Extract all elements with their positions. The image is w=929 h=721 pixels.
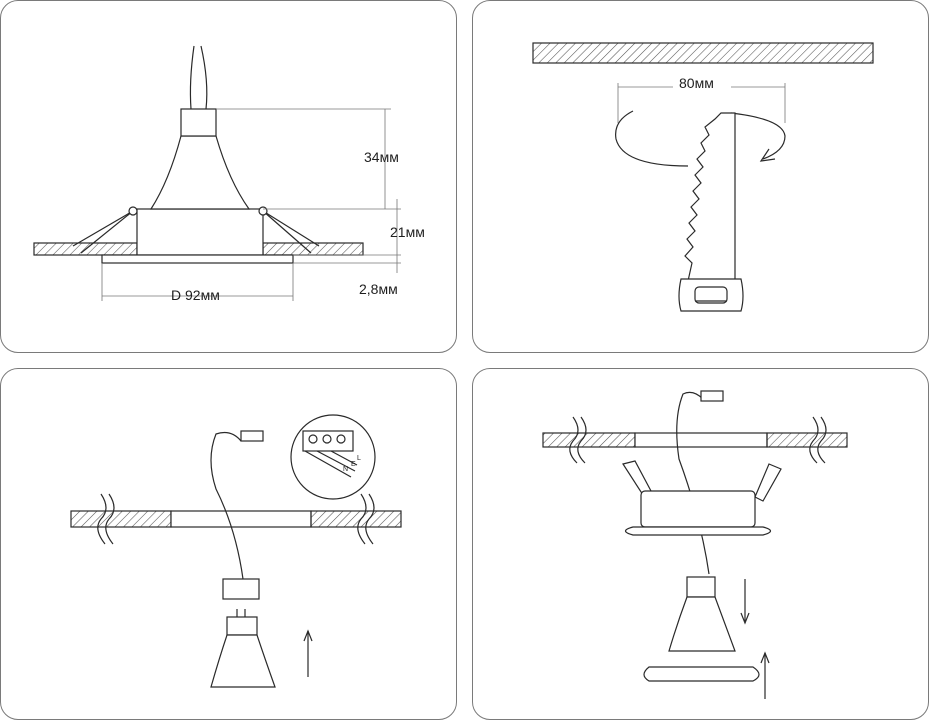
- dimension-flange: 2,8мм: [359, 281, 398, 297]
- lamp-wire: [189, 45, 195, 110]
- lamp-base: [180, 108, 217, 137]
- terminal-label-e: E: [351, 461, 356, 468]
- mounting-drawing: [542, 390, 848, 699]
- ceiling-right: [766, 432, 848, 448]
- ceiling-hole: [634, 432, 768, 448]
- clip-right: [754, 463, 782, 502]
- rotation-arrow: [615, 110, 689, 167]
- dimension-diameter: D 92мм: [171, 287, 220, 303]
- ceiling-right: [262, 242, 364, 256]
- ceiling-hole: [170, 510, 312, 528]
- panel-wiring: L E N: [0, 368, 457, 720]
- panel-cutout: 80мм: [472, 0, 929, 353]
- housing-ring: [640, 490, 756, 528]
- dimension-height-top: 34мм: [364, 149, 399, 165]
- clip-left: [622, 460, 652, 496]
- terminal-block-small: [700, 390, 724, 402]
- ceiling-left: [70, 510, 172, 528]
- housing-flange: [624, 526, 772, 536]
- dimensions-drawing: [33, 45, 401, 301]
- wiring-drawing: [70, 414, 402, 688]
- supply-cable: [676, 391, 710, 575]
- cutout-drawing: [532, 42, 874, 312]
- ceiling-board: [532, 42, 874, 64]
- lamp-reflector: [668, 596, 736, 652]
- ceiling-right: [310, 510, 402, 528]
- decor-ring: [643, 666, 760, 682]
- panel-mounting: [472, 368, 929, 720]
- clip-pivot-right: [258, 206, 268, 216]
- terminal-detail-circle: [290, 414, 376, 500]
- terminal-label-l: L: [357, 455, 361, 462]
- lamp-reflector: [149, 135, 251, 210]
- panel-dimensions: 34мм 21мм 2,8мм D 92мм: [0, 0, 457, 353]
- dimension-height-mid: 21мм: [390, 224, 425, 240]
- terminal-block-small: [240, 430, 264, 442]
- lamp-base: [686, 576, 716, 598]
- dimension-hole-diameter: 80мм: [679, 75, 714, 91]
- lamp-reflector: [210, 634, 276, 688]
- saw-blade: [684, 112, 736, 282]
- lamp-socket: [222, 578, 260, 600]
- supply-cable: [210, 431, 244, 580]
- flange: [101, 254, 294, 264]
- lamp-base: [226, 616, 258, 636]
- terminal-label-n: N: [343, 466, 349, 473]
- ceiling-left: [542, 432, 636, 448]
- housing-ring: [136, 208, 264, 256]
- clip-pivot-left: [128, 206, 138, 216]
